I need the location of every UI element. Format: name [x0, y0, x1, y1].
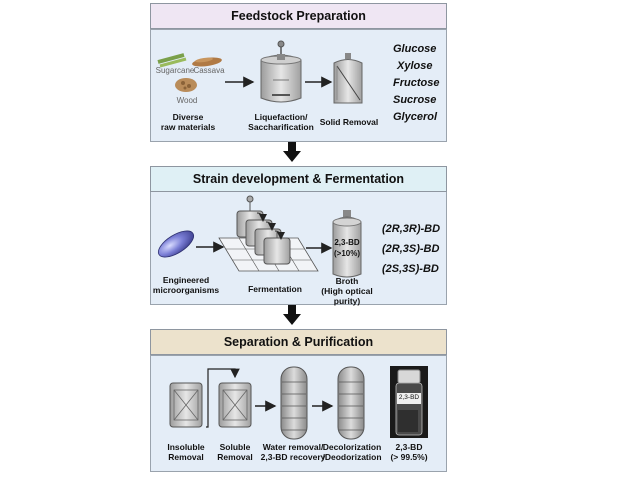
wood-label: Wood: [176, 96, 198, 105]
decolorization-column-icon: [337, 366, 365, 440]
sugarcane-label: Sugarcane: [155, 66, 195, 75]
feedstock-header: Feedstock Preparation: [150, 3, 447, 29]
wood-icon: [175, 78, 197, 92]
insoluble-removal-label-1: Insoluble: [167, 442, 205, 452]
down-arrow-1: [283, 142, 301, 162]
liquefaction-label-2: Saccharification: [248, 122, 314, 132]
sugar-sucrose: Sucrose: [393, 94, 437, 106]
micro-caption-1: Engineered: [162, 275, 210, 285]
solid-removal-tank-icon: [333, 53, 363, 104]
fermentation-label: Fermentation: [248, 284, 302, 294]
strain-header: Strain development & Fermentation: [150, 166, 447, 192]
water-removal-column-icon: [280, 366, 308, 440]
fermenter-stack-icon: [236, 195, 291, 265]
isomer-ss: (2S,3S)-BD: [382, 263, 439, 275]
decolorization-label-1: Decolorization: [322, 442, 382, 452]
broth-tank-text-1: 2,3-BD: [334, 238, 360, 247]
sugarcane-icon: [157, 53, 187, 68]
water-removal-label-1: Water removal/: [262, 442, 324, 452]
cassava-label: Cassava: [193, 66, 225, 75]
broth-tank-text-2: (>10%): [333, 249, 360, 258]
liquefaction-label-1: Liquefaction/: [254, 112, 308, 122]
isomer-rs: (2R,3S)-BD: [382, 243, 440, 255]
product-label-1: 2,3-BD: [395, 442, 423, 452]
sugar-glucose: Glucose: [393, 43, 437, 55]
sugar-fructose: Fructose: [393, 77, 440, 89]
raw-materials-caption-2: raw materials: [160, 122, 216, 132]
decolorization-label-2: /Deodorization: [322, 452, 382, 462]
solid-removal-label: Solid Removal: [319, 117, 379, 127]
sugar-xylose: Xylose: [397, 60, 433, 72]
soluble-removal-label-2: Removal: [217, 452, 253, 462]
down-arrow-2: [283, 305, 301, 325]
broth-tank-icon: [332, 210, 362, 278]
liquefaction-reactor-icon: [260, 40, 302, 103]
micro-caption-2: microorganisms: [152, 285, 220, 295]
cassava-icon: [192, 57, 222, 67]
soluble-removal-tank-icon: [218, 382, 252, 428]
arrow-insoluble-to-soluble: [206, 368, 240, 428]
isomer-rr: (2R,3R)-BD: [382, 223, 441, 235]
product-bottle-icon: [390, 366, 428, 438]
insoluble-removal-tank-icon: [169, 382, 203, 428]
product-label-2: (> 99.5%): [390, 452, 428, 462]
microorganism-icon: [157, 230, 195, 258]
broth-caption-3: purity): [333, 296, 361, 306]
water-removal-label-2: 2,3-BD recovery: [260, 452, 326, 462]
bottle-label: 2,3-BD: [398, 394, 420, 401]
soluble-removal-label-1: Soluble: [219, 442, 251, 452]
raw-materials-caption-1: Diverse: [172, 112, 204, 122]
broth-caption-1: Broth: [335, 276, 359, 286]
sugar-glycerol: Glycerol: [393, 111, 438, 123]
insoluble-removal-label-2: Removal: [168, 452, 204, 462]
separation-header: Separation & Purification: [150, 329, 447, 355]
broth-caption-2: (High optical: [321, 286, 373, 296]
